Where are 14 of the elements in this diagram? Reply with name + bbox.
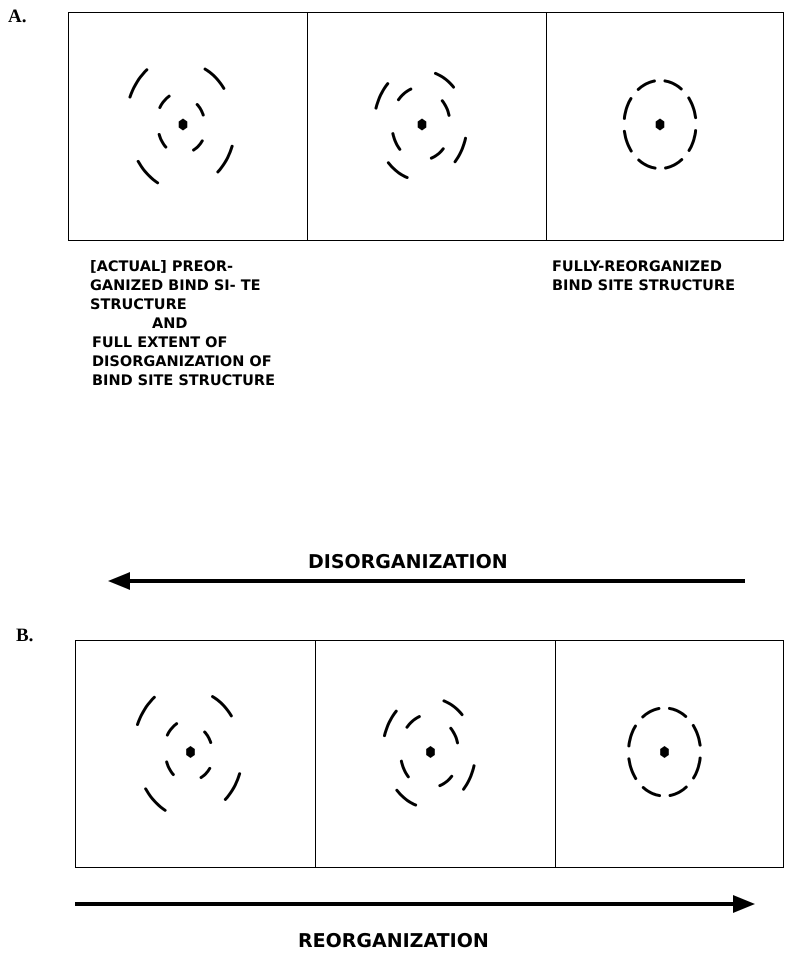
panel-caption: FULLY-REORGANIZED BIND SITE STRUCTURE [552, 258, 736, 296]
arrow-label: DISORGANIZATION [308, 551, 508, 573]
arrow-label: REORGANIZATION [298, 930, 489, 952]
panel-frame [307, 12, 547, 241]
panel-caption: FULL EXTENT OF DISORGANIZATION OF BIND SITE STRUCTURE [92, 334, 276, 391]
panel-frame [75, 640, 316, 868]
panel-letter: A. [8, 6, 26, 28]
panel-frame [555, 640, 784, 868]
panel-letter: B. [16, 625, 34, 647]
panel-frame [315, 640, 556, 868]
panel-caption: [ACTUAL] PREOR- GANIZED BIND SI- TE STRUCTURE [90, 258, 262, 315]
panel-frame [546, 12, 784, 241]
panel-caption: AND [152, 315, 188, 334]
panel-frame [68, 12, 308, 241]
